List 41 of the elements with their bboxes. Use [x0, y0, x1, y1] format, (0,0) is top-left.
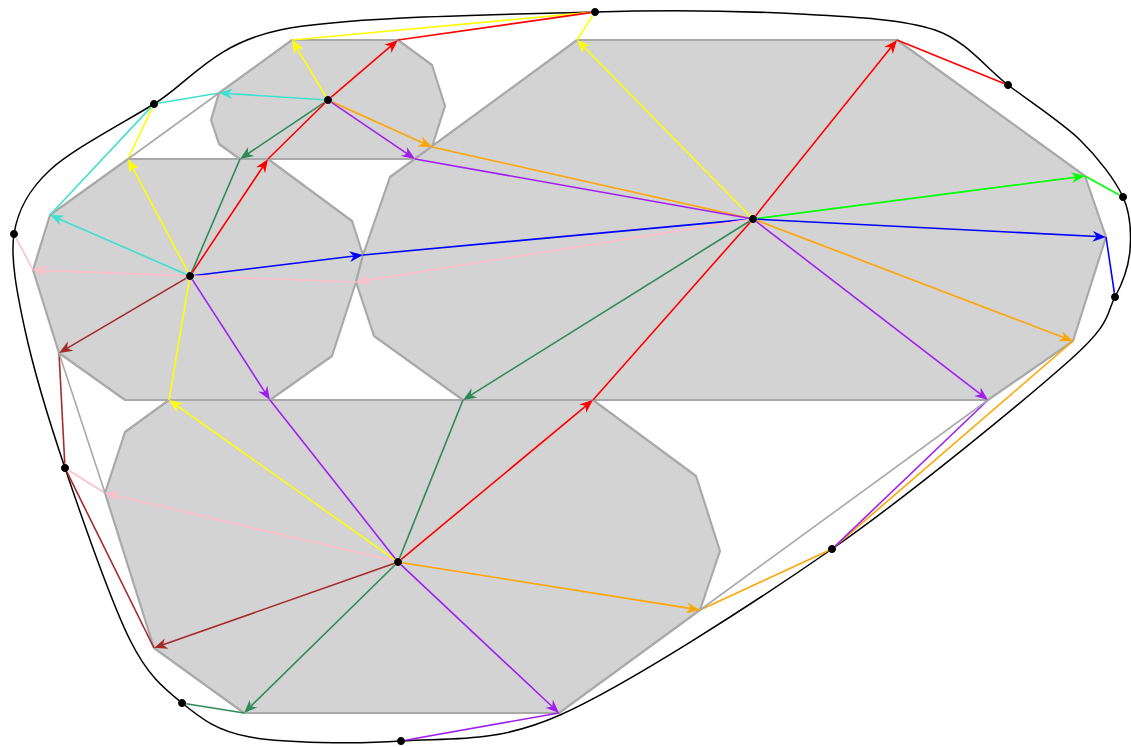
- connector-line: [127, 92, 220, 160]
- connector-line: [269, 399, 397, 560]
- connector-line: [190, 158, 241, 273]
- connector-line: [15, 236, 34, 271]
- arrow: [244, 564, 396, 713]
- connector-line: [58, 352, 66, 465]
- connector-line: [576, 14, 594, 41]
- connector-line: [58, 352, 106, 494]
- connector-line: [414, 158, 750, 220]
- connector-line: [699, 550, 829, 611]
- polygon: [31, 157, 365, 402]
- connector-line: [67, 469, 106, 494]
- polygon: [209, 38, 447, 161]
- connector-line: [127, 107, 153, 160]
- connector-line: [1105, 236, 1116, 294]
- connector-line: [168, 279, 191, 401]
- connector-line: [157, 92, 220, 105]
- connector-line: [185, 702, 245, 714]
- arrow: [330, 101, 415, 159]
- connector-line: [66, 471, 155, 649]
- arrow: [754, 40, 897, 217]
- connector-line: [267, 102, 326, 160]
- arrow: [400, 400, 593, 561]
- polygon: [103, 398, 722, 715]
- connector-line: [592, 221, 751, 401]
- arrow: [330, 40, 398, 98]
- connector-line: [896, 39, 1005, 85]
- polygon: [354, 38, 1108, 402]
- connector-line: [193, 275, 357, 283]
- arrow: [577, 40, 751, 217]
- connector-line: [834, 340, 1074, 547]
- connector-line: [834, 399, 989, 547]
- connector-line: [404, 712, 560, 742]
- arrow: [400, 564, 559, 713]
- connector-line: [49, 106, 152, 216]
- connector-line: [397, 11, 592, 41]
- arrow: [169, 400, 396, 561]
- connector-line: [398, 399, 464, 559]
- arrow: [755, 220, 988, 400]
- connector-line: [1084, 175, 1121, 196]
- connector-line: [699, 399, 989, 611]
